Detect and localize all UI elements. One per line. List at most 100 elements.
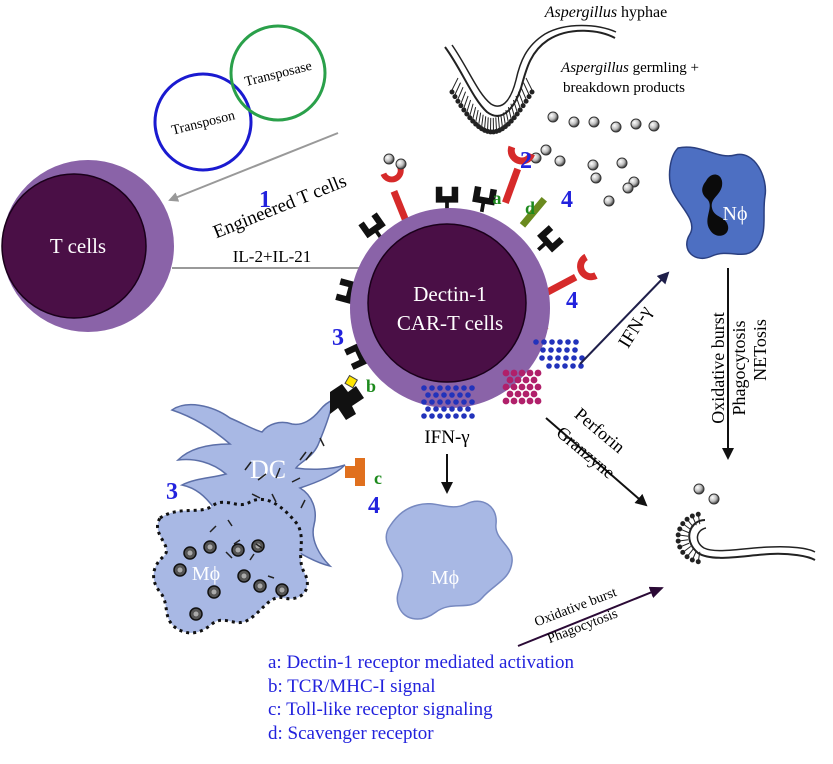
germling-spine: [520, 87, 527, 100]
germling-spine-tip: [508, 118, 514, 124]
germling-spine-tip: [677, 544, 683, 550]
breakdown-particle: [587, 159, 599, 171]
number-4-low: 4: [368, 493, 380, 519]
breakdown-particle: [547, 111, 559, 123]
phagocytosed-conidium-core: [207, 544, 213, 550]
conidium: [708, 493, 720, 505]
germling-spine: [515, 95, 521, 109]
germling-spine: [466, 99, 472, 113]
germling-spine-tip: [523, 98, 529, 104]
germling-spine-tip: [684, 516, 690, 522]
ifn-dot: [570, 363, 576, 369]
ifn-dot: [441, 406, 447, 412]
ifn-dot: [549, 339, 555, 345]
car-t-cell: Dectin-1 CAR-T cells: [350, 208, 550, 408]
conidium: [383, 153, 395, 165]
ifn-dot: [465, 392, 471, 398]
germling-spine-tip: [684, 554, 690, 560]
perforin-dot: [518, 397, 526, 405]
ifn-dot: [445, 399, 451, 405]
germling-spine-tip: [689, 557, 695, 563]
perforin-dot: [526, 383, 534, 391]
hyphae-label: Aspergillus hyphae: [544, 4, 668, 21]
germling-spine: [472, 106, 477, 120]
ifn-dot: [433, 392, 439, 398]
breakdown-particle: [648, 120, 660, 132]
legend: a: Dectin-1 receptor mediated activation…: [268, 651, 574, 745]
germling-spine: [525, 77, 533, 91]
ifn-dot: [572, 347, 578, 353]
germling-spine: [507, 106, 512, 120]
germling-spine-tip: [458, 103, 464, 109]
perforin-dot: [522, 390, 530, 398]
cytokine-label: IL-2+IL-21: [233, 247, 312, 266]
phagocytosed-conidium-core: [177, 567, 183, 573]
transposase-label: Transposase: [243, 59, 313, 90]
ifn-dot: [541, 339, 547, 345]
perforin-dot: [502, 369, 510, 377]
mphi-dotted-label: Mϕ: [192, 563, 220, 585]
neutrophil-label: Nϕ: [723, 203, 748, 225]
germling-spine-tip: [452, 94, 458, 100]
dectin-receptor: [542, 253, 598, 298]
breakdown-particle: [590, 172, 602, 184]
conidium: [693, 483, 705, 495]
germling-spine: [451, 77, 459, 91]
ifn-dot: [564, 347, 570, 353]
germling-spine: [505, 109, 509, 123]
perforin-dot: [502, 397, 510, 405]
perforin-dots: [502, 369, 542, 405]
germling-spine: [510, 103, 515, 116]
destroyed-germling: [675, 483, 816, 565]
germling-spine-tip: [695, 511, 701, 517]
perforin-dot: [502, 383, 510, 391]
germling-spine-tip: [473, 121, 479, 127]
ifn-dot: [437, 413, 443, 419]
germling-spine: [460, 91, 467, 104]
perforin-dot: [518, 369, 526, 377]
ifn-to-neutrophil-arrow: [579, 271, 670, 365]
phagocytosed-conidium-core: [279, 587, 285, 593]
perforin-arrow: [545, 417, 648, 507]
number-1: 1: [259, 187, 271, 213]
ifn-dot: [421, 385, 427, 391]
breakdown-particle: [610, 121, 622, 133]
legend-item-a: a: Dectin-1 receptor mediated activation: [268, 652, 574, 673]
perforin-dot: [514, 376, 522, 384]
germling-spine-tip: [695, 559, 701, 565]
perforin-dot: [526, 369, 534, 377]
germling-label-1: Aspergillus germling +: [560, 60, 699, 76]
ifn-diag-label: IFN-γ: [614, 302, 656, 352]
perforin-dot: [510, 369, 518, 377]
t-cell-label: T cells: [50, 234, 106, 258]
ifn-dot: [546, 363, 552, 369]
ifn-dot: [573, 339, 579, 345]
perforin-dot: [514, 390, 522, 398]
phagocytosed-conidium-core: [257, 583, 263, 589]
dotted-macrophage: Mϕ: [152, 497, 309, 635]
transposon-label: Transposon: [170, 108, 237, 138]
phagocytosed-conidium-core: [211, 589, 217, 595]
dc-tlr-receptor: [345, 458, 365, 486]
ifn-dot: [469, 399, 475, 405]
ifn-dot: [565, 339, 571, 345]
ifn-down-label: IFN-γ: [424, 427, 469, 448]
germling-spine: [481, 114, 484, 127]
germling-spine-tip: [511, 115, 517, 121]
germling-spine: [487, 117, 489, 130]
tcr-receptor: [435, 186, 459, 212]
ifn-dot: [421, 399, 427, 405]
ifn-dot: [539, 355, 545, 361]
breakdown-particle: [630, 118, 642, 130]
perforin-dot: [506, 390, 514, 398]
perforin-dot: [522, 376, 530, 384]
phagocytosed-conidia: [173, 539, 289, 621]
ifn-dot: [563, 355, 569, 361]
germling-spine-tip: [505, 121, 511, 127]
phagocytosed-conidium-core: [193, 611, 199, 617]
car-label-1: Dectin-1: [413, 282, 486, 306]
germling-spine-tip: [529, 89, 535, 95]
ifn-dot: [557, 339, 563, 345]
legend-item-b: b: TCR/MHC-I signal: [268, 675, 436, 697]
